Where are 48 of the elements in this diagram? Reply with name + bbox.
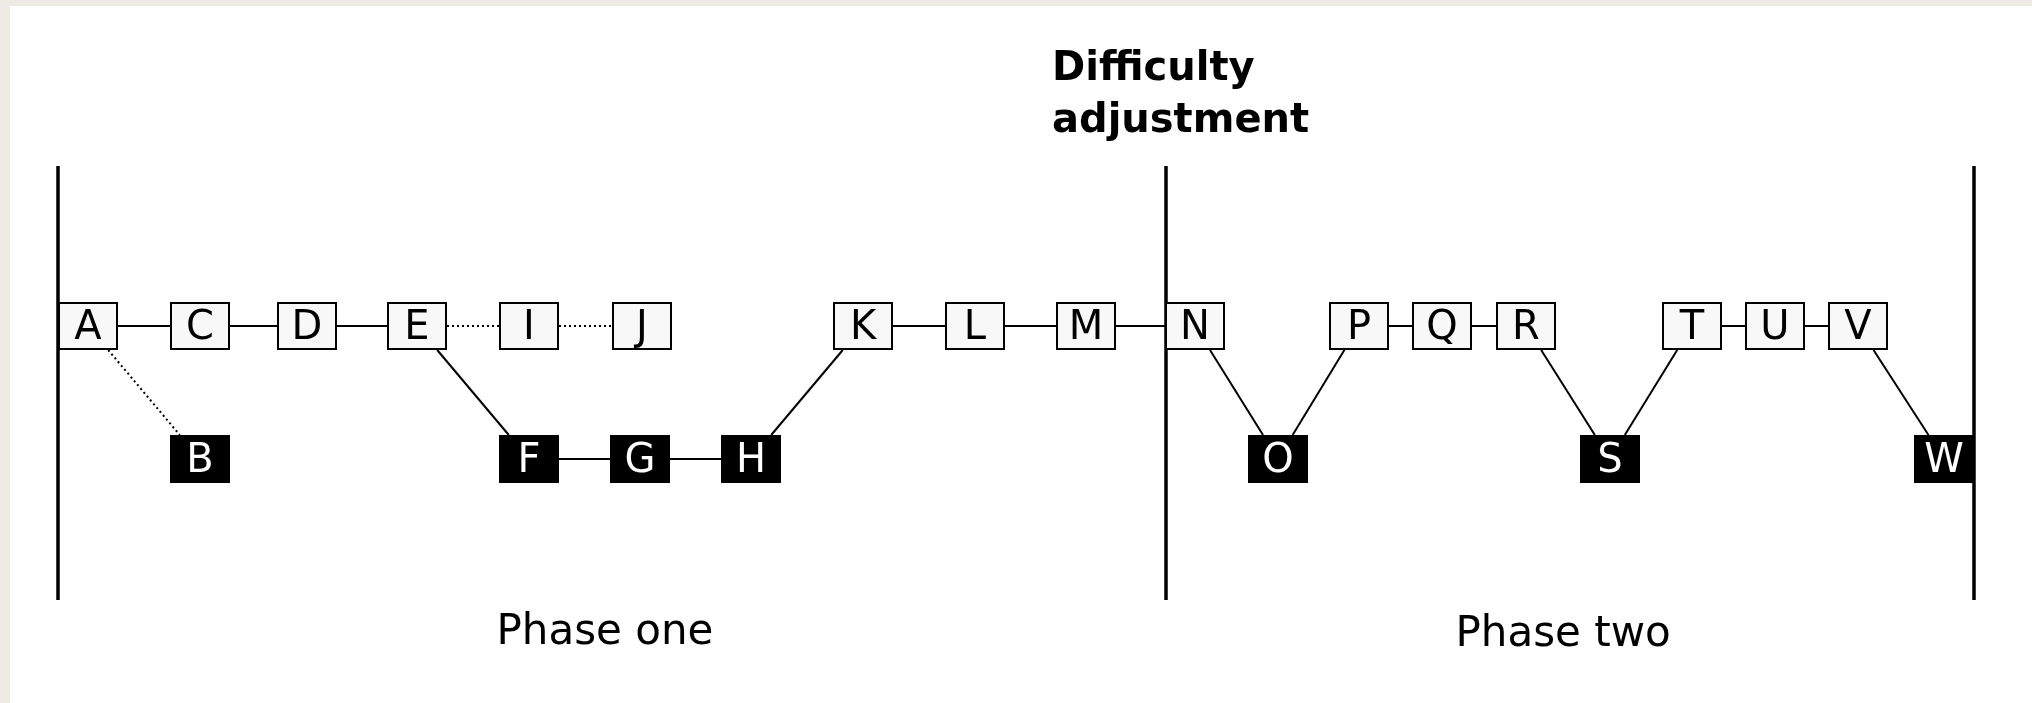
block-box: L	[945, 302, 1005, 350]
connector-line	[1209, 349, 1264, 436]
block-box: I	[499, 302, 559, 350]
block-box: B	[170, 435, 230, 483]
phase-label: Phase two	[1455, 607, 1671, 658]
connector-line	[558, 325, 613, 327]
connector-line	[1540, 349, 1596, 436]
connector-line	[1872, 349, 1930, 436]
block-box: E	[387, 302, 447, 350]
connector-line	[1721, 325, 1746, 327]
connector-line	[336, 325, 388, 327]
block-box: R	[1496, 302, 1556, 350]
connector-line	[892, 325, 946, 327]
connector-line	[1291, 349, 1346, 436]
block-box: O	[1248, 435, 1308, 483]
connector-line	[117, 325, 171, 327]
block-box: G	[610, 435, 670, 483]
block-box: T	[1662, 302, 1722, 350]
connector-line	[1388, 325, 1413, 327]
block-box: M	[1056, 302, 1116, 350]
connector-line	[1004, 325, 1057, 327]
connector-line	[107, 349, 181, 436]
connector-line	[1804, 325, 1829, 327]
heading-text: Difficulty adjustment	[1052, 42, 1311, 143]
connector-line	[669, 458, 722, 460]
block-box: Q	[1412, 302, 1472, 350]
block-box: D	[277, 302, 337, 350]
block-box: N	[1165, 302, 1225, 350]
phase-label: Phase one	[496, 605, 714, 656]
block-box: K	[833, 302, 893, 350]
block-box: H	[721, 435, 781, 483]
connector-line	[1623, 349, 1679, 436]
block-box: V	[1828, 302, 1888, 350]
connector-line	[770, 349, 844, 436]
connector-line	[229, 325, 278, 327]
block-box: F	[499, 435, 559, 483]
connector-line	[446, 325, 500, 327]
block-box: J	[612, 302, 672, 350]
connector-line	[1115, 325, 1166, 327]
block-box: S	[1580, 435, 1640, 483]
block-box: A	[58, 302, 118, 350]
block-box: C	[170, 302, 230, 350]
block-box: U	[1745, 302, 1805, 350]
block-box: W	[1914, 435, 1974, 483]
connector-line	[436, 349, 510, 436]
connector-line	[558, 458, 611, 460]
connector-line	[1471, 325, 1497, 327]
block-box: P	[1329, 302, 1389, 350]
